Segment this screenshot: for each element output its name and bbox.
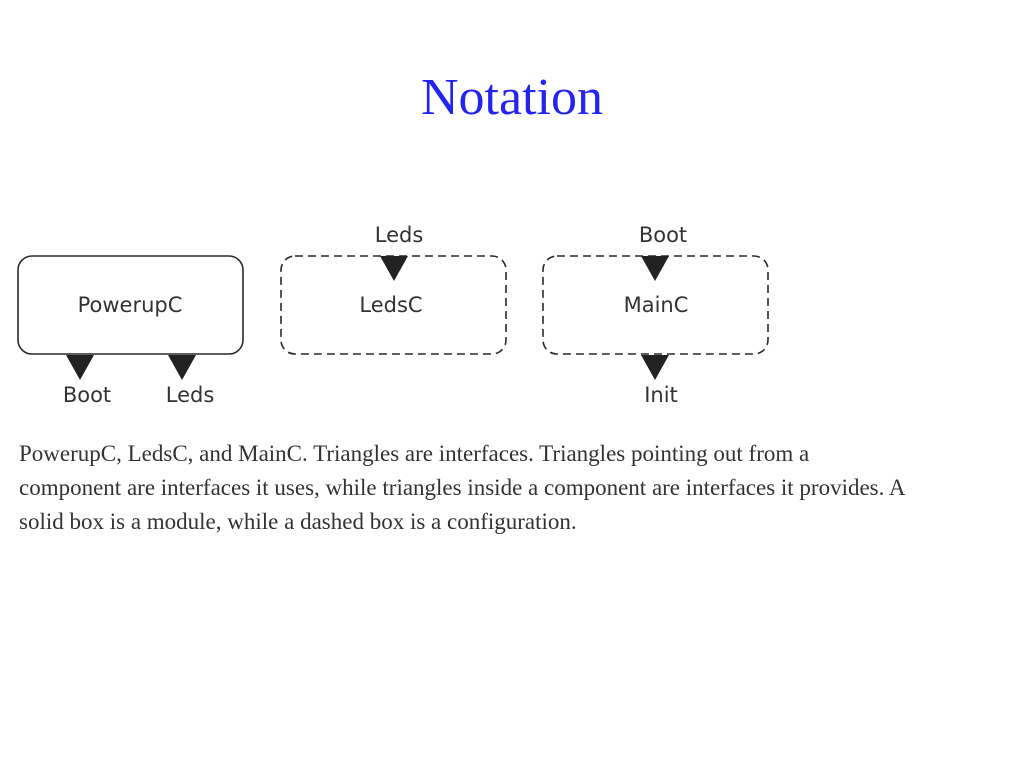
component-ledsc: LedsC Leds [280,223,507,355]
uses-interface-triangle-icon [66,355,94,380]
interface-label-boot: Boot [63,383,111,407]
provides-interface-triangle-icon [641,256,669,281]
slide-title: Notation [421,69,603,126]
caption-line: component are interfaces it uses, while … [19,475,906,500]
component-label: LedsC [359,293,422,317]
interface-label-init: Init [644,383,678,407]
figure-caption: | PowerupC, LedsC, and MainC. Triangles … [0,437,1024,547]
component-label: MainC [624,293,689,317]
provides-interface-triangle-icon [380,256,408,281]
caption-line: PowerupC, LedsC, and MainC. Triangles ar… [19,441,810,466]
component-label: PowerupC [78,293,183,317]
uses-interface-triangle-icon [168,355,196,380]
interface-label-leds: Leds [375,223,424,247]
interface-label-boot: Boot [639,223,687,247]
component-powerupc: PowerupC Boot Leds [17,255,244,407]
caption-marker: | [0,437,1,471]
uses-interface-triangle-icon [641,355,669,380]
component-mainc: MainC Boot Init [542,223,769,407]
module-box [17,255,244,355]
interface-label-leds: Leds [166,383,215,407]
caption-line: solid box is a module, while a dashed bo… [19,509,577,534]
